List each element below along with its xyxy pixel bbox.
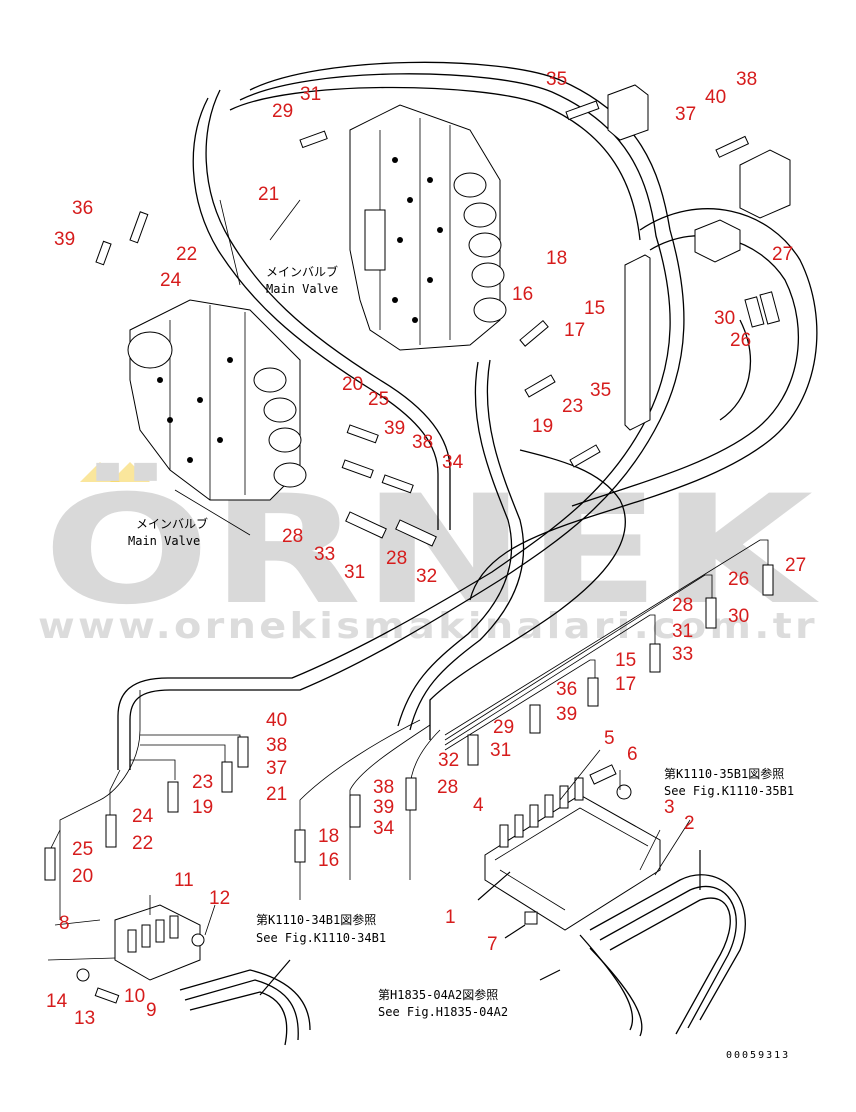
callout: 29 [493,717,514,738]
callout: 39 [556,704,577,725]
callout: 37 [675,104,696,125]
callout: 29 [272,101,293,122]
callout: 15 [615,650,636,671]
main-valve-jp-upper: メインバルブ [266,264,338,279]
drawing-number: 00059313 [726,1050,790,1061]
callout: 39 [373,797,394,818]
main-valve-jp-lower: メインバルブ [136,516,208,531]
callout: 19 [532,416,553,437]
callouts: 35 38 40 37 31 29 21 36 39 22 24 18 16 1… [46,69,806,1029]
callout: 10 [124,986,145,1007]
callout: 14 [46,991,68,1012]
callout: 25 [368,389,389,410]
callout: 39 [54,229,75,250]
callout: 37 [266,758,287,779]
callout: 36 [72,198,93,219]
callout: 18 [318,826,339,847]
callout: 33 [672,644,693,665]
watermark-brand: ÖRNEK [43,462,819,638]
callout: 9 [146,1000,157,1021]
callout: 32 [438,750,459,771]
callout: 18 [546,248,567,269]
callout: 35 [590,380,611,401]
callout: 38 [412,432,433,453]
callout: 35 [546,69,567,90]
callout: 1 [445,907,456,928]
leader-lines [47,199,701,996]
callout: 34 [442,452,464,473]
callout: 5 [604,728,615,749]
lower-left-block [76,904,311,1046]
main-valve-lower [127,299,307,501]
ref-k1110-34b1-en: See Fig.K1110-34B1 [256,931,386,945]
callout: 21 [258,184,279,205]
callout: 31 [490,740,511,761]
callout: 3 [664,797,675,818]
callout: 8 [59,913,70,934]
ref-k1110-34b1-jp: 第K1110-34B1図参照 [256,912,376,927]
callout: 22 [176,244,197,265]
callout: 2 [684,813,695,834]
callout: 30 [728,606,749,627]
callout: 38 [266,735,287,756]
callout: 11 [174,870,194,891]
callout: 22 [132,833,153,854]
callout: 31 [300,84,321,105]
fittings [44,84,791,881]
callout: 4 [473,795,484,816]
callout: 15 [584,298,605,319]
callout: 23 [192,772,213,793]
callout: 38 [373,777,394,798]
callout: 32 [416,566,437,587]
callout: 12 [209,888,230,909]
callout: 38 [736,69,757,90]
watermark: ÖRNEK www.ornekismakinalari.com.tr [38,462,819,647]
callout: 36 [556,679,577,700]
callout: 17 [615,674,636,695]
callout: 19 [192,797,213,818]
callout: 16 [318,850,339,871]
callout: 31 [672,621,693,642]
callout: 28 [282,526,303,547]
manifold-assembly [484,764,746,1037]
callout: 40 [266,710,287,731]
callout: 34 [373,818,395,839]
ref-h1835-04a2-en: See Fig.H1835-04A2 [378,1005,508,1019]
main-valve-upper [349,104,507,351]
callout: 26 [730,330,751,351]
callout: 25 [72,839,93,860]
callout: 30 [714,308,735,329]
callout: 33 [314,544,335,565]
callout: 7 [487,934,498,955]
callout: 28 [386,548,407,569]
callout: 6 [627,744,638,765]
ref-h1835-04a2-jp: 第H1835-04A2図参照 [378,987,498,1002]
callout: 27 [785,555,806,576]
callout: 24 [132,806,154,827]
callout: 13 [74,1008,95,1029]
callout: 39 [384,418,405,439]
callout: 28 [672,595,693,616]
callout: 16 [512,284,533,305]
ref-k1110-35b1-jp: 第K1110-35B1図参照 [664,766,784,781]
callout: 24 [160,270,182,291]
callout: 31 [344,562,365,583]
ref-k1110-35b1-en: See Fig.K1110-35B1 [664,784,794,798]
callout: 20 [342,374,363,395]
main-valve-en-lower: Main Valve [128,534,200,548]
callout: 21 [266,784,287,805]
callout: 28 [437,777,458,798]
callout: 40 [705,87,726,108]
labels: メインバルブ Main Valve メインバルブ Main Valve 第K11… [128,264,794,1061]
callout: 26 [728,569,749,590]
watermark-url: www.ornekismakinalari.com.tr [38,606,818,647]
callout: 23 [562,396,583,417]
callout: 20 [72,866,93,887]
callout: 27 [772,244,793,265]
main-valve-en-upper: Main Valve [266,282,338,296]
callout: 17 [564,320,585,341]
